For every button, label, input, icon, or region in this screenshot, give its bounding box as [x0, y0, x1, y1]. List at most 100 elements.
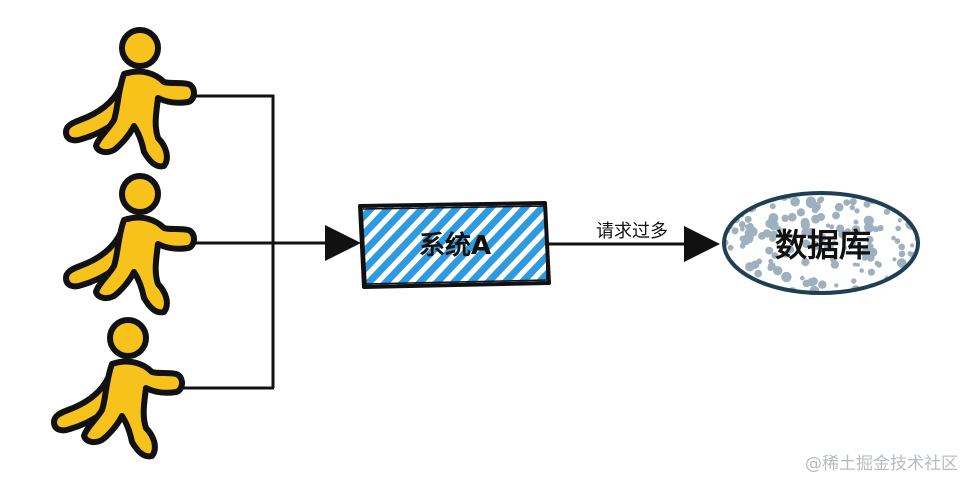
speckle-dot	[891, 235, 896, 241]
speckle-dot	[724, 287, 730, 293]
speckle-dot	[817, 197, 824, 204]
speckle-dot	[907, 251, 913, 257]
system-box: 系统A	[238, 195, 551, 295]
speckle-dot	[811, 214, 821, 224]
hatch-stroke	[360, 203, 405, 287]
speckle-dot	[746, 193, 756, 200]
speckle-dot	[810, 235, 816, 241]
speckle-dot	[744, 279, 753, 288]
speckle-dot	[739, 235, 746, 242]
speckle-dot	[868, 247, 878, 257]
speckle-dot	[783, 253, 788, 258]
speckle-dot	[724, 269, 732, 276]
speckle-dot	[851, 240, 857, 246]
speckle-dot	[834, 283, 839, 288]
speckle-dot	[854, 208, 860, 214]
speckle-dot	[738, 198, 744, 204]
speckle-dot	[877, 224, 884, 232]
hatch-stroke	[360, 203, 422, 287]
hatch-stroke	[360, 203, 388, 287]
speckle-dot	[801, 258, 810, 267]
speckle-dot	[790, 196, 800, 207]
hatch-stroke	[255, 195, 350, 295]
speckle-dot	[906, 271, 913, 278]
speckle-dot	[836, 224, 845, 233]
speckle-dot	[842, 245, 847, 251]
speckle-dot	[849, 204, 855, 211]
speckle-dot	[853, 219, 859, 225]
speckle-dot	[863, 215, 874, 226]
speckle-dot	[809, 240, 820, 251]
speckle-dot	[745, 262, 755, 272]
speckle-dot	[910, 243, 915, 248]
speckle-dot	[781, 214, 789, 222]
hatch-stroke	[489, 203, 549, 287]
speckle-dot	[809, 285, 820, 293]
speckle-dot	[855, 262, 860, 267]
speckle-dot	[740, 227, 745, 232]
speckle-dot	[844, 228, 851, 235]
speckle-dot	[724, 266, 730, 274]
speckle-dot	[737, 283, 744, 290]
speckle-dot	[729, 282, 740, 293]
speckle-dot	[894, 285, 902, 292]
speckle-dot	[851, 278, 857, 284]
speckle-dot	[898, 243, 905, 251]
speckle-dot	[843, 199, 850, 206]
hatch-stroke	[438, 203, 541, 287]
speckle-dot	[867, 268, 876, 276]
speckle-dot	[773, 266, 783, 276]
system-box-label: 系统A	[419, 230, 491, 261]
speckle-dot	[861, 247, 872, 258]
speckle-dot	[818, 247, 823, 253]
speckle-dot	[851, 225, 861, 235]
speckle-dot	[865, 235, 874, 244]
speckle-dot	[818, 280, 827, 289]
speckle-dot	[727, 244, 734, 251]
speckle-dot	[897, 218, 902, 223]
hatch-stroke	[387, 203, 490, 287]
speckle-dot	[786, 245, 795, 254]
speckle-dot	[832, 211, 840, 220]
hatch-stroke	[472, 203, 549, 287]
speckle-dot	[756, 258, 763, 265]
speckle-dot	[768, 213, 779, 223]
speckle-dot	[731, 227, 739, 235]
hatch-stroke	[360, 203, 371, 287]
speckle-dot	[725, 209, 732, 216]
speckle-dot	[765, 246, 774, 255]
speckle-dot	[831, 240, 837, 246]
speckle-dot	[909, 281, 918, 292]
speckle-dot	[825, 223, 831, 228]
speckle-dot	[811, 206, 819, 214]
speckle-dot	[898, 250, 906, 258]
speckle-dot	[746, 222, 754, 231]
speckle-dot	[911, 280, 917, 286]
speckle-dot	[800, 220, 811, 230]
speckle-dot	[917, 193, 918, 198]
hatch-stroke	[238, 195, 333, 295]
speckle-dot	[801, 239, 811, 248]
request-arrow-label: 请求过多	[596, 221, 668, 242]
speckle-dot	[744, 215, 752, 223]
speckle-dot	[805, 196, 817, 207]
speckle-dot	[801, 227, 811, 237]
speckle-dot	[914, 274, 918, 284]
users-group	[54, 30, 194, 456]
speckle-dot	[896, 258, 907, 268]
user-icon	[66, 176, 194, 312]
speckle-dot	[771, 252, 779, 259]
speckle-dot	[812, 278, 818, 283]
speckle-dot	[770, 230, 778, 238]
speckle-dot	[852, 262, 857, 267]
speckle-dot	[738, 221, 746, 228]
speckle-dot	[883, 208, 891, 215]
speckle-dot	[849, 198, 857, 206]
speckle-dot	[859, 268, 864, 273]
user-icon	[66, 30, 194, 166]
hatch-stroke	[506, 203, 549, 287]
speckle-dot	[834, 202, 844, 212]
speckle-dot	[864, 223, 869, 229]
database-node: 数据库	[722, 191, 920, 295]
